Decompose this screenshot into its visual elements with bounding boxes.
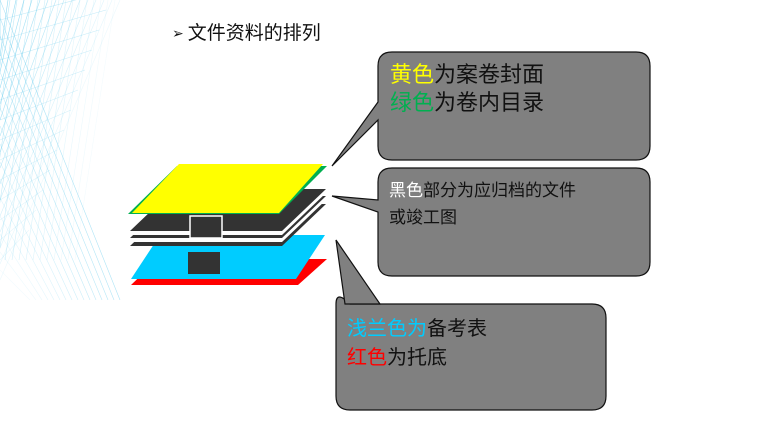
callout-text-backing: 浅兰色为备考表红色为托底 (347, 314, 487, 372)
callout-run: 绿色 (390, 91, 435, 116)
callout-bubble-cover (331, 51, 651, 167)
building-lattice-icon (0, 0, 121, 300)
callout-line: 绿色为卷内目录 (390, 90, 544, 118)
callout-run: 浅兰色为 (347, 316, 427, 340)
callout-text-archive: 黑色部分为应归档的文件或竣工图 (389, 178, 576, 232)
callout-run: 为托底 (387, 345, 447, 369)
callout-pointer-backing (335, 239, 382, 305)
callout-run: 黑色 (389, 181, 423, 201)
callout-text-cover: 黄色为案卷封面绿色为卷内目录 (390, 62, 544, 118)
callout-line: 或竣工图 (389, 205, 576, 232)
callout-line: 红色为托底 (347, 343, 487, 372)
cover-sheet-yellow (132, 164, 323, 213)
callout-bubble-backing (335, 296, 607, 411)
callout-run: 为案卷封面 (434, 63, 545, 88)
callout-run: 红色 (347, 345, 387, 369)
document-block-upper (189, 215, 223, 239)
callout-run: 部分为应归档的文件 (423, 181, 576, 201)
callout-run: 为卷内目录 (434, 91, 545, 116)
callout-run: 备考表 (427, 316, 487, 340)
callout-line: 黄色为案卷封面 (390, 62, 544, 90)
page-title-text: 文件资料的排列 (187, 22, 321, 44)
callout-bubble-archive (331, 167, 651, 277)
callout-run: 黄色 (390, 63, 435, 88)
document-block-lower (188, 252, 220, 274)
page-title: ➢文件资料的排列 (172, 18, 321, 45)
callout-run: 或竣工图 (389, 208, 457, 228)
callout-line: 黑色部分为应归档的文件 (389, 178, 576, 205)
callout-line: 浅兰色为备考表 (347, 314, 487, 343)
arrowhead-bullet-icon: ➢ (172, 26, 184, 42)
